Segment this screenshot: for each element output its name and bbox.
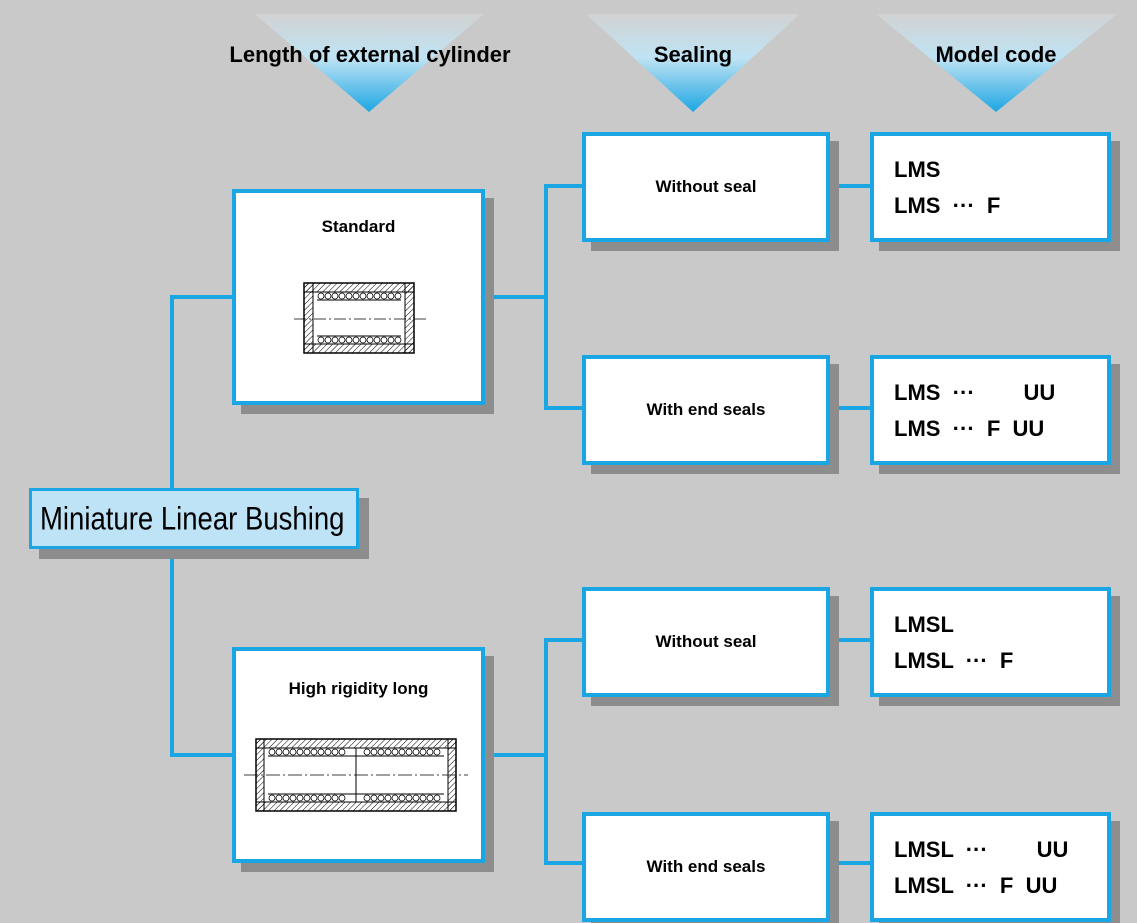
root-label: Miniature Linear Bushing (40, 500, 345, 536)
root-to-long-line (170, 547, 236, 757)
length-header-triangle (255, 14, 484, 112)
sealing-long-without-label: Without seal (655, 632, 757, 651)
sealing-standard-with: With end seals (582, 355, 830, 465)
code-line: LMSL ··· UU (894, 837, 1069, 862)
sealing-standard-without: Without seal (582, 132, 830, 242)
category-long-label: High rigidity long (288, 679, 429, 698)
code-line: LMS ··· F UU (894, 416, 1045, 441)
sealing-long-with: With end seals (582, 812, 830, 922)
code-line: LMS ··· UU (894, 380, 1056, 405)
code-standard-with: LMS ··· UU LMS ··· F UU (870, 355, 1111, 465)
model-code-header: Model code (935, 42, 1057, 67)
code-line: LMS ··· F (894, 193, 1001, 218)
code-line: LMSL ··· F (894, 648, 1014, 673)
sealing-long-without: Without seal (582, 587, 830, 697)
code-line: LMSL ··· F UU (894, 873, 1058, 898)
category-standard: Standard (232, 189, 485, 405)
category-long: High rigidity long (232, 647, 485, 863)
code-line: LMS (894, 157, 941, 182)
standard-sealing-bracket (544, 184, 586, 410)
sealing-long-with-label: With end seals (646, 857, 766, 876)
model-code-header-triangle (876, 14, 1117, 112)
length-header: Length of external cylinder (229, 42, 511, 67)
sealing-header: Sealing (653, 42, 733, 67)
code-line: LMSL (894, 612, 954, 637)
long-bushing-drawing (244, 738, 468, 812)
root-to-standard-line (170, 295, 236, 490)
root-node: Miniature Linear Bushing (29, 488, 359, 549)
code-long-without: LMSL LMSL ··· F (870, 587, 1111, 697)
code-long-with: LMSL ··· UU LMSL ··· F UU (870, 812, 1111, 922)
sealing-header-triangle (586, 14, 800, 112)
sealing-standard-with-label: With end seals (646, 400, 766, 419)
sealing-standard-without-label: Without seal (655, 177, 757, 196)
long-sealing-bracket (544, 638, 586, 865)
standard-bushing-drawing (294, 282, 426, 354)
category-standard-label: Standard (321, 217, 396, 236)
code-standard-without: LMS LMS ··· F (870, 132, 1111, 242)
